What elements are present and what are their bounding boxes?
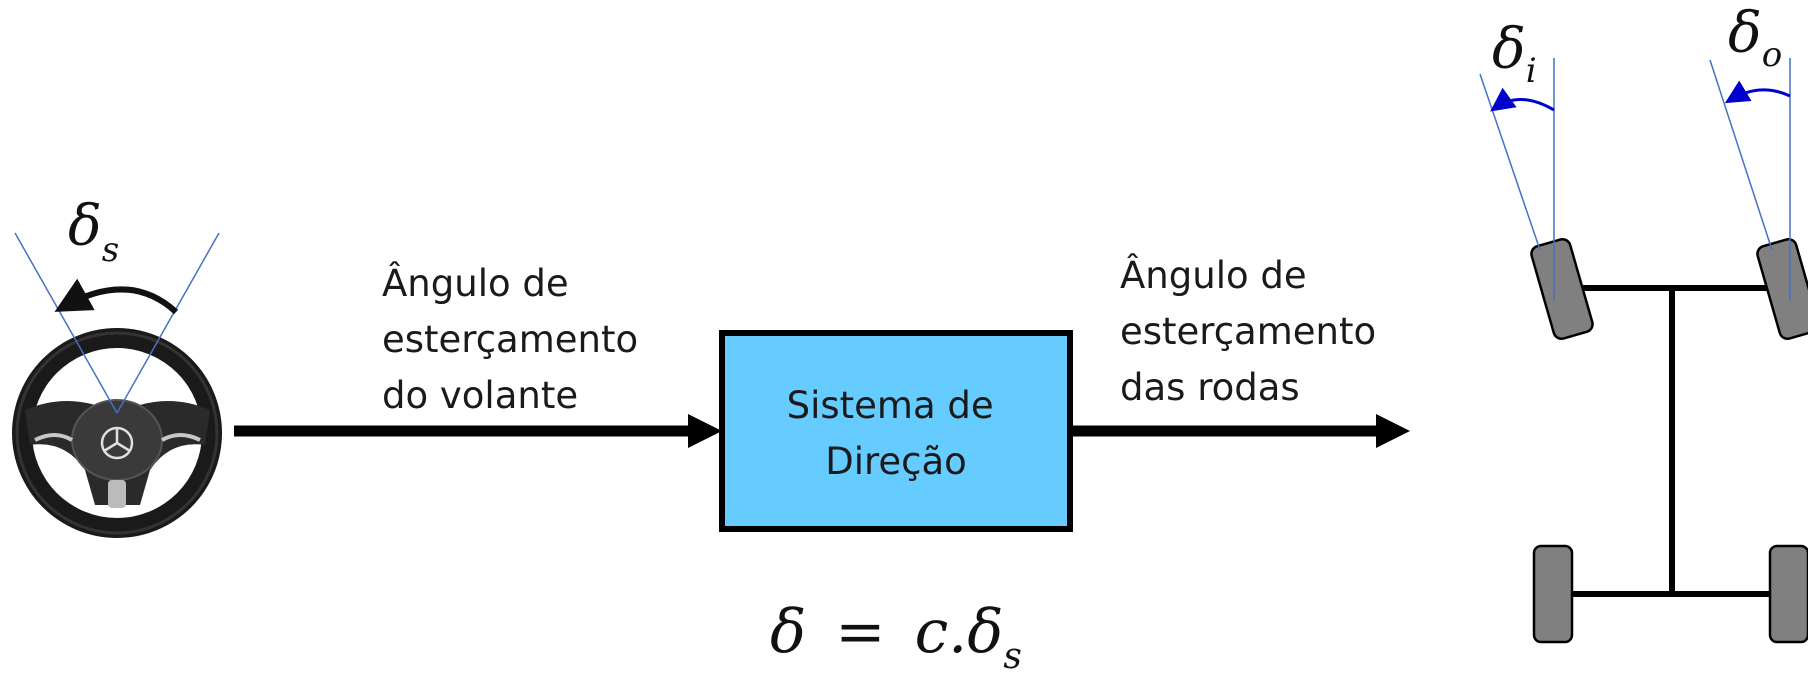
outer-wheel-guide-tilted	[1709, 59, 1773, 251]
steering-guide-line-right	[116, 232, 220, 414]
output-label-line2: esterçamento	[1120, 310, 1376, 353]
equation-rhs-subscript: s	[1003, 636, 1021, 677]
star-logo-icon	[100, 426, 134, 460]
steering-ratio-equation: δ = c.δs	[770, 597, 1022, 677]
steering-guide-line-left	[14, 232, 118, 414]
vehicle-chassis	[1530, 237, 1808, 644]
inner-wheel-angle-subscript: i	[1526, 51, 1537, 91]
system-box-line2: Direção	[825, 440, 967, 483]
steering-angle-symbol: δ	[68, 194, 102, 259]
steering-angle-arrow	[54, 278, 179, 315]
output-label-line1: Ângulo de	[1120, 253, 1307, 297]
system-box	[719, 330, 1073, 532]
front-right-tire	[1756, 237, 1808, 341]
outer-wheel-angle-subscript: o	[1762, 35, 1782, 75]
output-arrow-head	[1376, 414, 1410, 448]
equation-rhs: c.δ	[915, 597, 1004, 667]
inner-wheel-guide-tilted	[1479, 73, 1541, 251]
steering-angle-subscript: s	[102, 230, 119, 270]
rear-left-tire	[1532, 544, 1574, 644]
steering-wheel-icon	[12, 328, 222, 538]
equation-equals: =	[835, 597, 885, 667]
input-label: Ângulo de esterçamento do volante	[382, 261, 650, 417]
inner-wheel-angle-arrow	[1490, 87, 1555, 112]
steering-angle-label: δs	[68, 194, 119, 270]
outer-wheel-angle-arrow	[1724, 80, 1791, 104]
output-label-line3: das rodas	[1120, 366, 1300, 409]
outer-wheel-angle-symbol: δ	[1728, 1, 1762, 66]
rear-right-tire	[1768, 544, 1808, 644]
input-label-line1: Ângulo de	[382, 261, 569, 305]
outer-wheel-angle-label: δo	[1728, 1, 1782, 75]
input-arrow-head	[688, 414, 722, 448]
input-label-line3: do volante	[382, 374, 578, 417]
inner-wheel-angle-symbol: δ	[1492, 17, 1526, 82]
output-label: Ângulo de esterçamento das rodas	[1120, 253, 1388, 409]
system-box-label: Sistema de Direção	[787, 384, 1006, 483]
equation-lhs: δ	[770, 597, 806, 667]
system-box-line1: Sistema de	[787, 384, 994, 427]
front-left-tire	[1530, 237, 1594, 341]
inner-wheel-angle-label: δi	[1492, 17, 1537, 91]
input-label-line2: esterçamento	[382, 318, 638, 361]
